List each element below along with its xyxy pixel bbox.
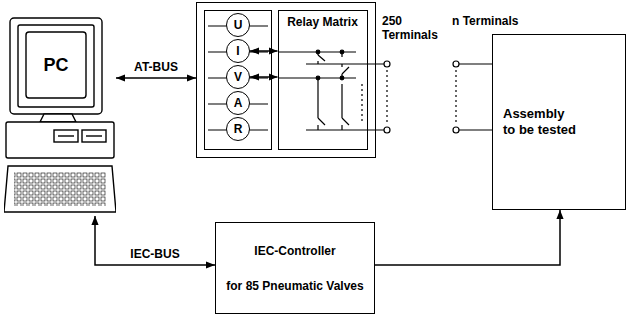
monitor-bezel xyxy=(18,25,94,107)
bus-connector xyxy=(375,210,560,265)
bus-label: AT-BUS xyxy=(132,60,180,74)
computer-drawing xyxy=(4,16,116,216)
bus-connector xyxy=(116,77,196,79)
relay-switch xyxy=(342,52,349,130)
drive-slot xyxy=(86,135,102,136)
relay-switch xyxy=(318,78,325,130)
terminal-wire xyxy=(459,129,492,130)
bus-connector xyxy=(95,216,215,265)
node-text: I xyxy=(236,45,239,57)
node-text: IEC-Controller xyxy=(254,244,335,258)
dotted-line xyxy=(386,70,387,124)
keyboard-keys xyxy=(14,172,106,206)
monitor-case xyxy=(10,18,102,114)
node-text: U xyxy=(234,19,243,31)
meter-circle: A xyxy=(226,91,250,115)
dotted-line xyxy=(361,84,362,124)
bus-connector xyxy=(250,50,278,52)
instrument-panel: U I V A R xyxy=(204,10,272,150)
terminal-count-label: n Terminals xyxy=(452,14,542,28)
node-text: A xyxy=(234,97,243,109)
computer-illustration: PC xyxy=(4,16,116,216)
relay-wiring xyxy=(279,50,384,130)
terminal xyxy=(384,61,390,67)
terminal-wire xyxy=(459,63,492,64)
dotted-line xyxy=(455,70,456,124)
junction-dot xyxy=(316,50,320,54)
junction-dot xyxy=(316,76,320,80)
monitor-screen xyxy=(26,32,86,98)
node-text: R xyxy=(234,123,243,135)
node-text: Assembly to be tested xyxy=(503,106,579,139)
terminal xyxy=(453,127,459,133)
terminal-count-label: 250 Terminals xyxy=(382,14,442,43)
node-text: for 85 Pneumatic Valves xyxy=(226,279,363,293)
system-unit xyxy=(6,122,114,158)
terminal xyxy=(453,61,459,67)
meter-circle: U xyxy=(226,13,250,37)
monitor-stand xyxy=(40,114,76,122)
terminal xyxy=(384,127,390,133)
meter-leads xyxy=(208,26,268,130)
terminals xyxy=(384,61,492,133)
screen-label: PC xyxy=(26,32,86,98)
controller-box: IEC-Controller for 85 Pneumatic Valves xyxy=(215,222,375,314)
node-text: V xyxy=(234,71,242,83)
junction-dot xyxy=(340,76,344,80)
keyboard xyxy=(4,166,116,212)
drive-slot xyxy=(58,135,74,136)
node-text: Relay Matrix xyxy=(287,15,358,29)
meter-circle: R xyxy=(226,117,250,141)
bus-label: IEC-BUS xyxy=(128,247,181,261)
test-system-box: U I V A R Relay Matrix xyxy=(196,2,376,158)
floppy-drive xyxy=(82,130,106,142)
assembly-box: Assembly to be tested xyxy=(492,34,626,210)
floppy-drive xyxy=(54,130,78,142)
junction-dot xyxy=(340,50,344,54)
bus-connector xyxy=(250,76,278,78)
relay-matrix-box: Relay Matrix xyxy=(278,10,368,150)
meter-circle: I xyxy=(226,39,250,63)
meter-circle: V xyxy=(226,65,250,89)
